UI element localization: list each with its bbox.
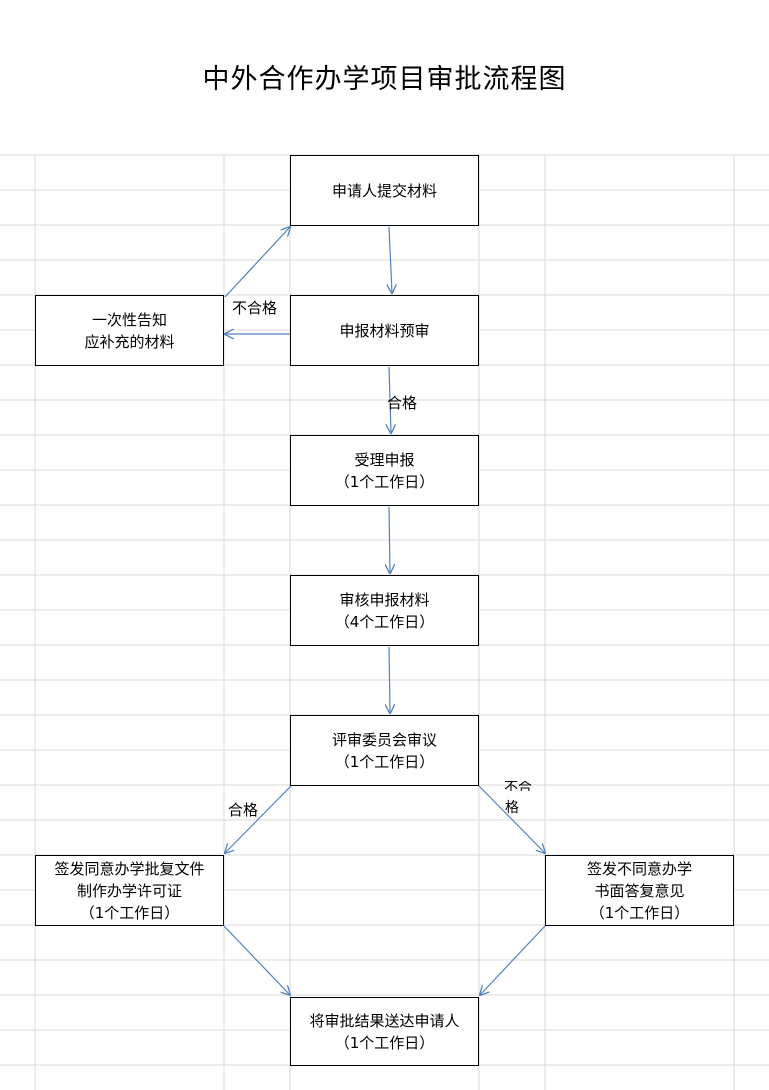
node-review-line1: 审核申报材料	[339, 590, 430, 609]
node-accept-line1: 受理申报	[354, 450, 415, 469]
node-approve-line1: 签发同意办学批复文件	[54, 859, 205, 878]
arrow-committee-to-approve	[225, 785, 292, 853]
arrow-accept-to-review	[389, 506, 390, 573]
node-committee-line2: （1个工作日）	[334, 752, 435, 771]
node-committee-review: 评审委员会审议 （1个工作日）	[290, 715, 479, 786]
node-notify-line1: 一次性告知	[91, 310, 167, 329]
label-committee-fail-1: 不合	[504, 781, 532, 791]
node-reject-line3: （1个工作日）	[589, 903, 690, 922]
node-notify-line2: 应补充的材料	[84, 332, 175, 351]
node-reject-line1: 签发不同意办学	[586, 859, 692, 878]
node-review-line2: （4个工作日）	[334, 612, 435, 631]
node-review-materials: 审核申报材料 （4个工作日）	[290, 575, 479, 646]
node-precheck-line1: 申报材料预审	[339, 321, 430, 340]
node-committee-line1: 评审委员会审议	[331, 730, 437, 749]
arrow-approve-to-deliver	[223, 925, 290, 995]
arrow-precheck-to-accept	[389, 366, 391, 433]
label-precheck-pass: 合格	[387, 394, 418, 412]
node-submit-materials: 申请人提交材料	[290, 155, 479, 226]
node-deliver-line2: （1个工作日）	[334, 1033, 435, 1052]
node-reject-line2: 书面答复意见	[594, 881, 685, 900]
node-approve: 签发同意办学批复文件 制作办学许可证 （1个工作日）	[35, 855, 224, 926]
label-committee-pass: 合格	[228, 801, 259, 819]
node-approve-line2: 制作办学许可证	[76, 881, 182, 900]
node-approve-line3: （1个工作日）	[79, 903, 180, 922]
node-precheck: 申报材料预审	[290, 295, 479, 366]
label-precheck-fail: 不合格	[232, 299, 278, 317]
node-reject: 签发不同意办学 书面答复意见 （1个工作日）	[545, 855, 734, 926]
node-submit-line1: 申请人提交材料	[331, 181, 437, 200]
node-deliver-line1: 将审批结果送达申请人	[309, 1011, 460, 1030]
arrow-committee-to-reject	[478, 785, 545, 853]
node-accept-line2: （1个工作日）	[334, 472, 435, 491]
arrow-notify-to-submit	[224, 227, 290, 298]
node-accept: 受理申报 （1个工作日）	[290, 435, 479, 506]
arrow-reject-to-deliver	[480, 925, 546, 995]
label-committee-fail-2: 格	[505, 800, 519, 816]
node-notify-supplement: 一次性告知 应补充的材料	[35, 295, 224, 366]
arrow-submit-to-precheck	[389, 226, 392, 293]
page-title: 中外合作办学项目审批流程图	[202, 64, 567, 95]
arrow-review-to-committee	[389, 646, 390, 713]
node-deliver-result: 将审批结果送达申请人 （1个工作日）	[290, 997, 479, 1066]
